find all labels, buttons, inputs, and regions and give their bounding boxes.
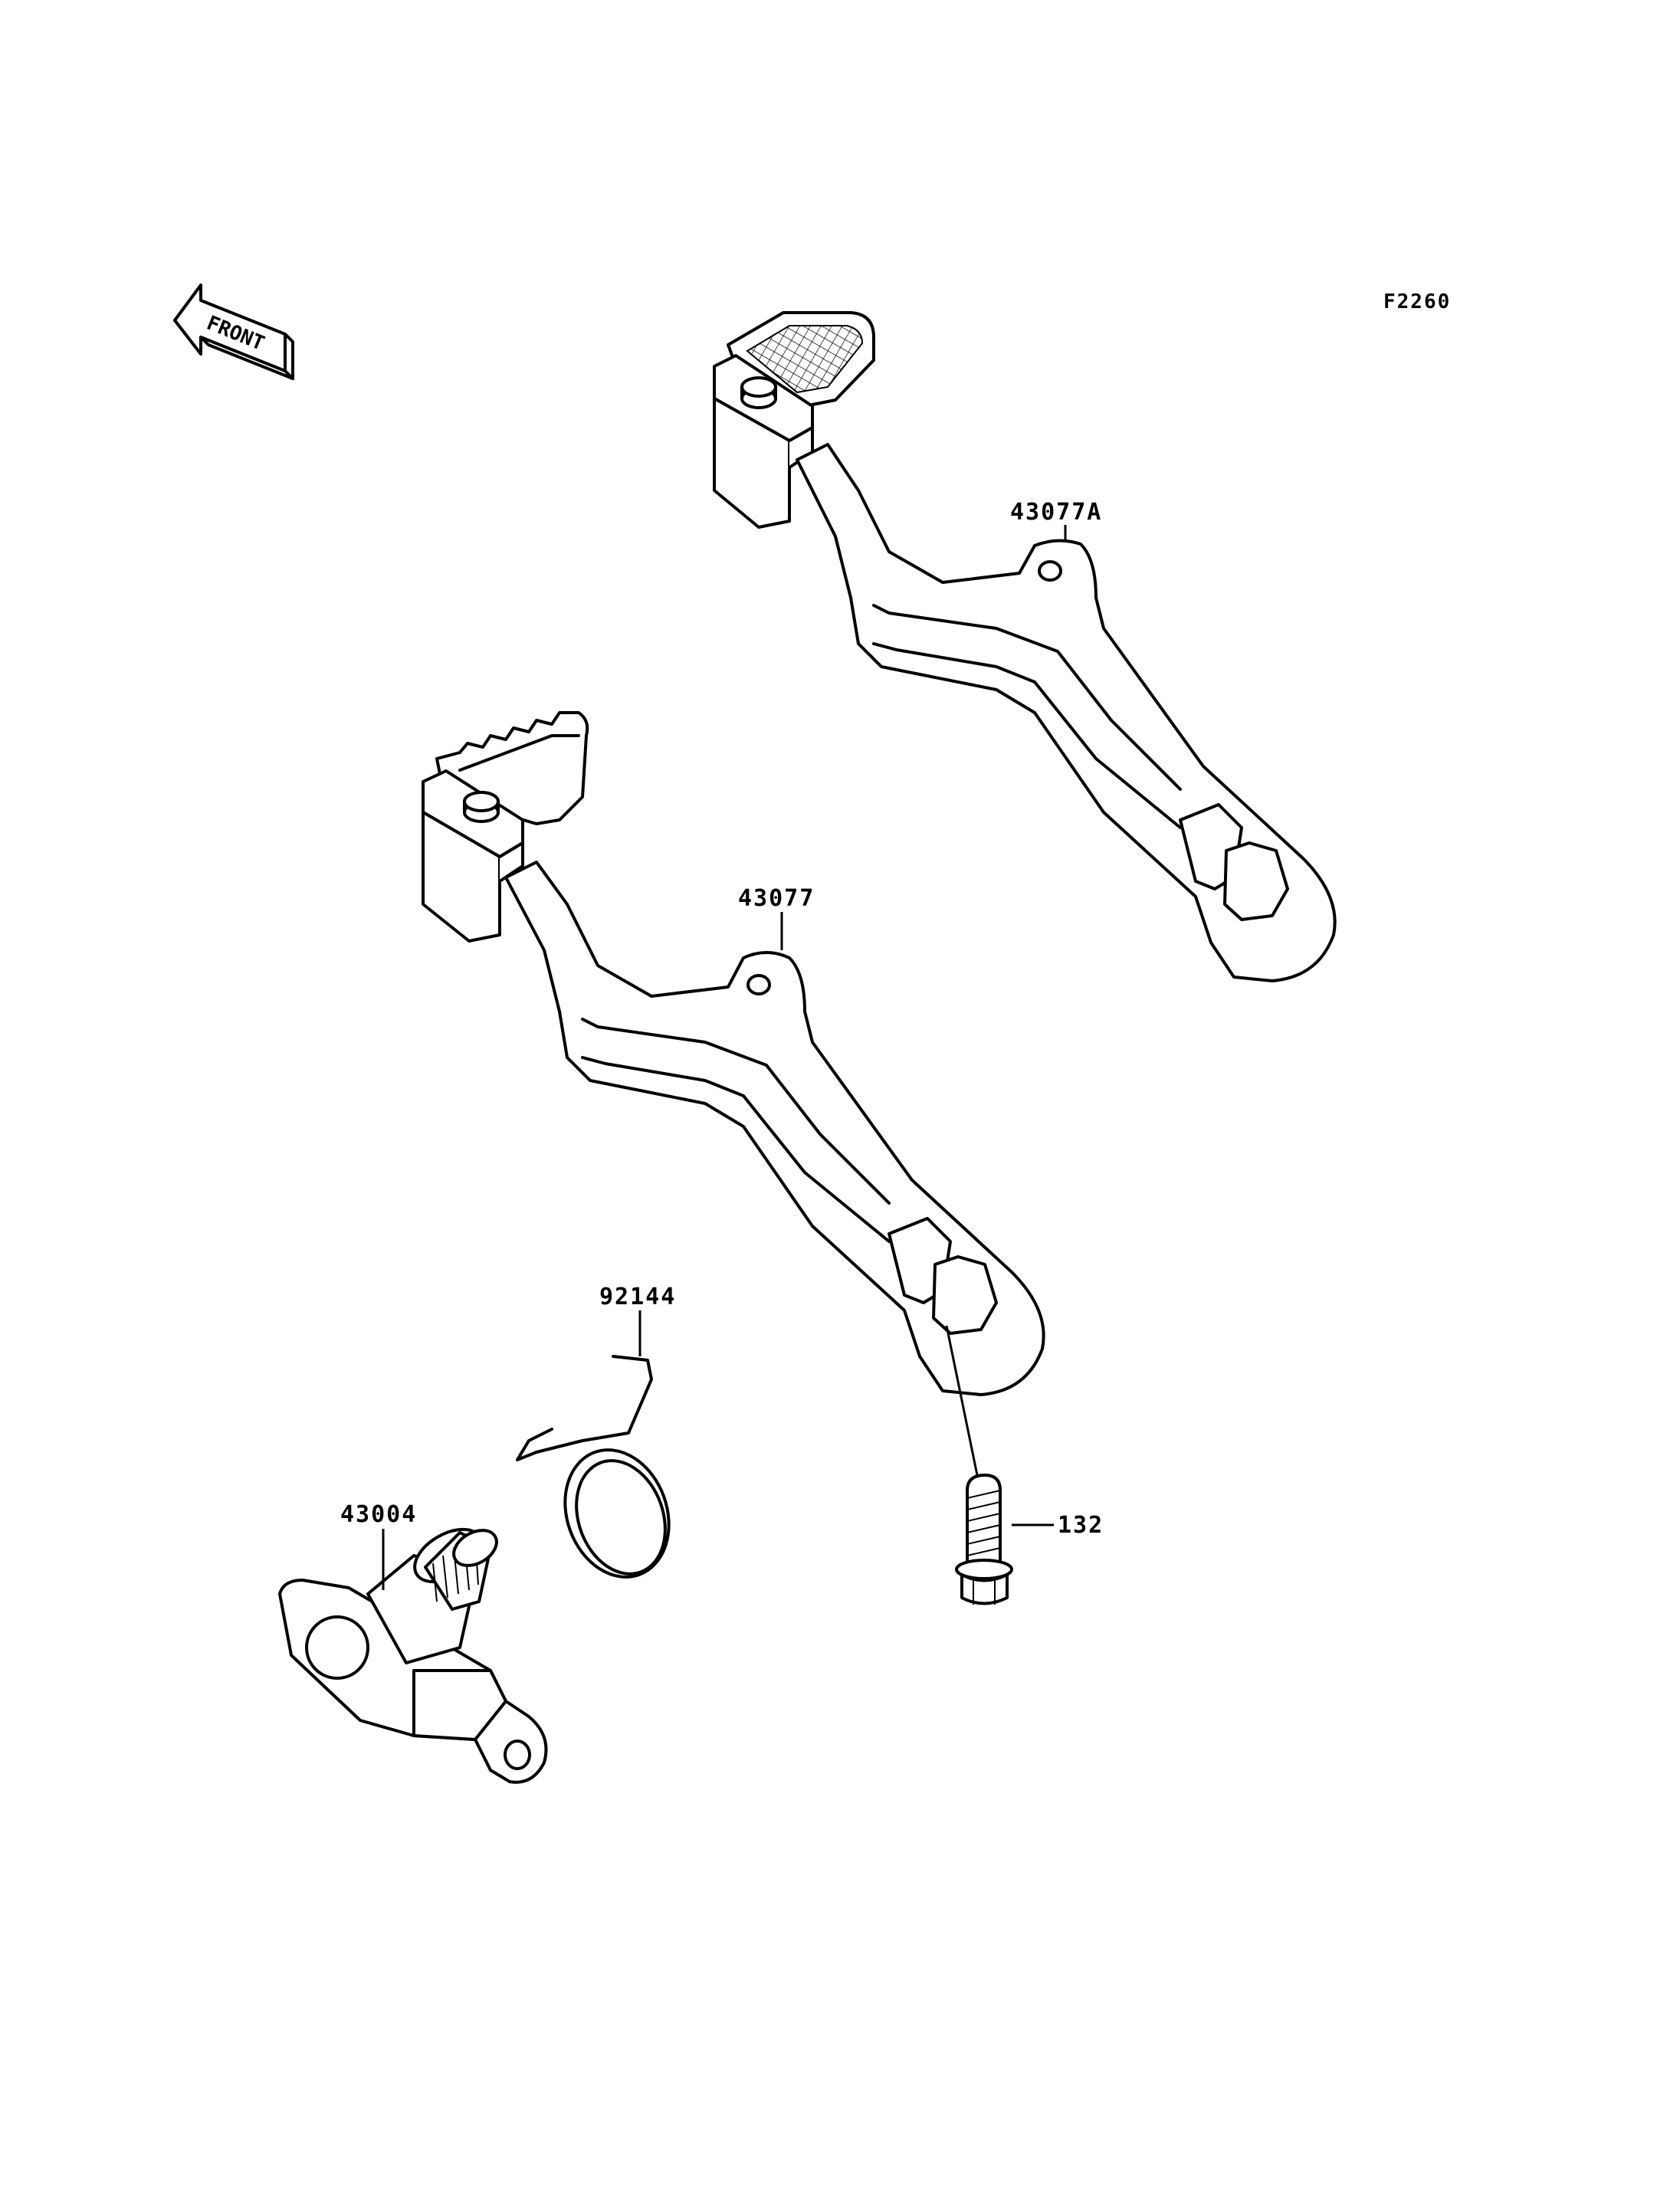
part-number-43077a: 43077A: [1010, 499, 1102, 526]
part-number-132: 132: [1058, 1512, 1104, 1539]
leader-lines: [382, 525, 1067, 1590]
pivot-shaft-43004: [278, 1527, 548, 1784]
front-arrow-icon: FRONT: [173, 284, 294, 380]
part-number-43077: 43077: [738, 885, 815, 912]
brake-pedal-43077: [422, 711, 1045, 1396]
part-number-92144: 92144: [599, 1284, 676, 1310]
brake-pedal-43077a: [713, 311, 1337, 982]
bolt-132: [955, 1474, 1013, 1605]
part-number-43004: 43004: [340, 1501, 417, 1528]
spring-92144: [516, 1355, 671, 1579]
figure-code: F2260: [1383, 290, 1451, 313]
